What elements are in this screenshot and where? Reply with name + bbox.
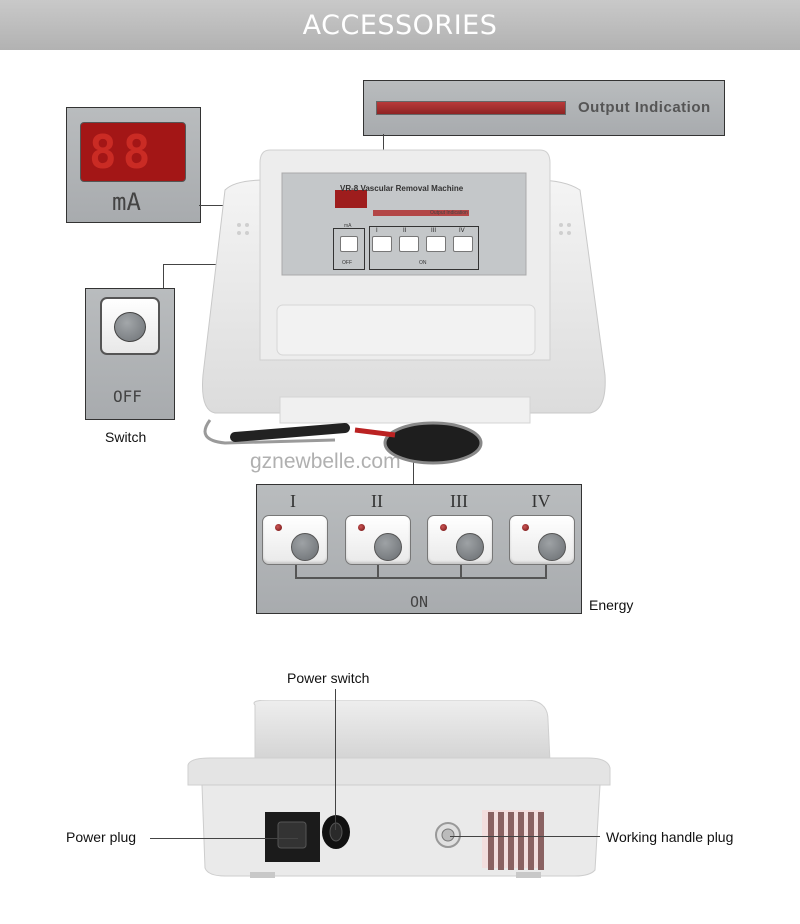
page-title: ACCESSORIES (302, 10, 498, 41)
energy-level-label: IV (531, 491, 551, 511)
ma-display-panel: 88 mA (66, 107, 201, 223)
watermark: gznewbelle.com (250, 450, 401, 473)
off-button-tile[interactable] (100, 297, 160, 355)
machine-small-off: OFF (342, 260, 352, 266)
machine-small-off-button (340, 236, 358, 252)
machine-control-box (333, 228, 365, 270)
output-indication-bar (376, 101, 566, 115)
rear-vents (488, 812, 546, 872)
energy-level-label: III (450, 491, 468, 511)
vent-slot (538, 812, 544, 870)
energy-level-label: II (371, 491, 383, 511)
handle-plug-leader (450, 836, 600, 837)
machine-small-ma: mA (344, 223, 352, 229)
button-knob (374, 533, 402, 561)
power-plug-leader (150, 838, 298, 839)
connector-switch-v (163, 264, 164, 288)
energy-bus-drop (545, 565, 547, 578)
on-label: ON (410, 593, 429, 611)
machine-small-level-label: II (403, 228, 407, 234)
ma-lcd-digits: 88 (89, 125, 157, 179)
vent-slot (498, 812, 504, 870)
machine-back-illustration (187, 700, 611, 878)
off-label: OFF (113, 387, 142, 406)
led-indicator (440, 524, 447, 531)
switch-caption: Switch (105, 429, 147, 445)
off-button-knob (114, 312, 146, 342)
machine-small-on: ON (419, 260, 427, 266)
machine-front-illustration (202, 149, 606, 465)
led-indicator (358, 524, 365, 531)
energy-caption: Energy (589, 597, 634, 613)
machine-small-level-label: IV (459, 228, 465, 234)
output-indication-panel: Output Indication (363, 80, 725, 136)
button-knob (291, 533, 319, 561)
header-banner (0, 0, 800, 50)
ma-unit-label: mA (112, 188, 141, 216)
machine-small-energy-button (453, 236, 473, 252)
led-indicator (522, 524, 529, 531)
vent-slot (488, 812, 494, 870)
button-knob (538, 533, 566, 561)
vent-slot (508, 812, 514, 870)
machine-small-output-label: Output Indication (430, 210, 468, 216)
machine-small-level-label: I (376, 228, 378, 234)
machine-small-level-row: I II III IV (376, 228, 476, 236)
energy-bus-drop (460, 565, 462, 578)
energy-bus-line (295, 577, 547, 579)
output-indication-label: Output Indication (578, 99, 711, 116)
power-plug-label: Power plug (66, 829, 137, 845)
energy-button-3[interactable] (427, 515, 493, 565)
vent-slot (518, 812, 524, 870)
machine-title: VR-8 Vascular Removal Machine (340, 184, 464, 193)
led-indicator (275, 524, 282, 531)
vent-slot (528, 812, 534, 870)
switch-panel: OFF (85, 288, 175, 420)
machine-small-buttons (340, 236, 480, 252)
machine-small-energy-button (399, 236, 419, 252)
energy-panel: I II III IV ON (256, 484, 582, 614)
ma-lcd-screen: 88 (80, 122, 186, 182)
energy-button-4[interactable] (509, 515, 575, 565)
energy-button-1[interactable] (262, 515, 328, 565)
energy-bus-drop (295, 565, 297, 578)
energy-bus-drop (377, 565, 379, 578)
machine-small-energy-button (372, 236, 392, 252)
power-switch-label: Power switch (287, 670, 370, 686)
handle-plug-label: Working handle plug (606, 829, 734, 845)
machine-energy-box (369, 226, 479, 270)
machine-small-level-label: III (431, 228, 437, 234)
machine-small-energy-button (426, 236, 446, 252)
energy-button-2[interactable] (345, 515, 411, 565)
power-switch-leader (335, 689, 336, 830)
button-knob (456, 533, 484, 561)
energy-level-label: I (290, 491, 296, 511)
